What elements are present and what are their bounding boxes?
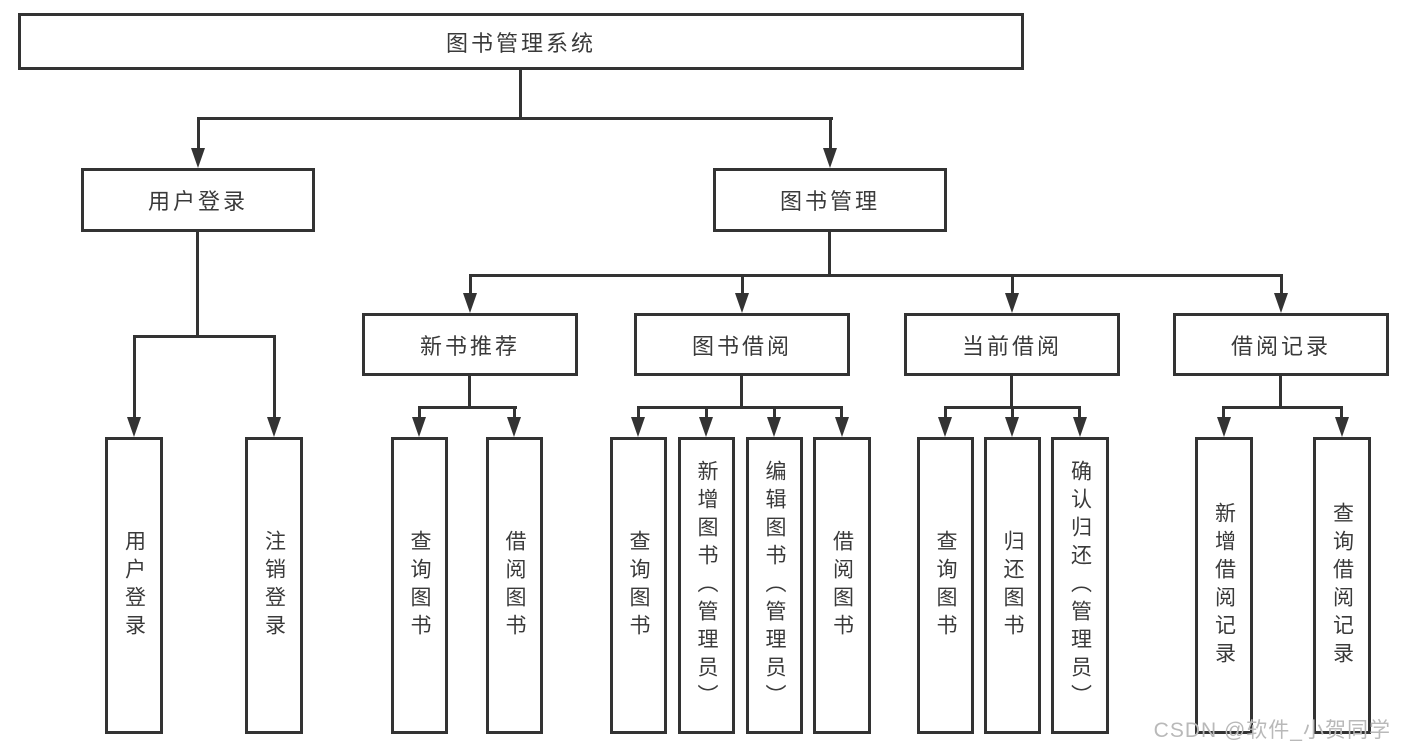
- leaf-user-login: 用户登录: [105, 437, 163, 734]
- connector-line: [773, 406, 776, 419]
- leaf-borrow-books-label: 借阅图书: [830, 529, 854, 642]
- arrow-down-icon: [267, 417, 281, 437]
- node-root: 图书管理系统: [18, 13, 1024, 70]
- connector-line: [469, 274, 1283, 277]
- connector-line: [741, 274, 744, 296]
- connector-line: [705, 406, 708, 419]
- leaf-query-books-borrowing: 查询图书: [610, 437, 667, 734]
- connector-line: [944, 406, 947, 419]
- arrow-down-icon: [767, 417, 781, 437]
- arrow-down-icon: [699, 417, 713, 437]
- connector-line: [197, 117, 200, 150]
- leaf-query-borrow-record: 查询借阅记录: [1313, 437, 1371, 734]
- leaf-return-book-label: 归还图书: [1001, 529, 1024, 642]
- connector-line: [418, 406, 517, 409]
- node-new-book-recommend-label: 新书推荐: [419, 333, 520, 359]
- arrow-down-icon: [938, 417, 952, 437]
- leaf-borrow-books-recommend: 借阅图书: [486, 437, 543, 734]
- leaf-query-books-recommend: 查询图书: [391, 437, 448, 734]
- connector-line: [1010, 376, 1013, 406]
- node-book-borrowing: 图书借阅: [634, 313, 850, 376]
- arrow-down-icon: [412, 417, 426, 437]
- connector-line: [829, 117, 832, 150]
- connector-line: [1078, 406, 1081, 419]
- node-book-management-label: 图书管理: [779, 189, 880, 214]
- connector-line: [133, 335, 136, 419]
- node-borrowing-records: 借阅记录: [1173, 313, 1389, 376]
- connector-line: [468, 376, 471, 406]
- arrow-down-icon: [1005, 417, 1019, 437]
- arrow-down-icon: [735, 293, 749, 313]
- leaf-edit-book-admin-label: 编辑图书（管理员）: [763, 459, 786, 712]
- node-current-borrowing-label: 当前借阅: [961, 333, 1062, 359]
- leaf-query-borrow-record-label: 查询借阅记录: [1330, 501, 1354, 670]
- connector-line: [637, 406, 843, 409]
- arrow-down-icon: [1274, 293, 1288, 313]
- arrow-down-icon: [823, 148, 837, 168]
- connector-line: [1011, 406, 1014, 419]
- leaf-return-book: 归还图书: [984, 437, 1041, 734]
- connector-line: [840, 406, 843, 419]
- connector-line: [1280, 274, 1283, 296]
- arrow-down-icon: [127, 417, 141, 437]
- leaf-confirm-return-admin-label: 确认归还（管理员）: [1068, 459, 1092, 712]
- arrow-down-icon: [1005, 293, 1019, 313]
- arrow-down-icon: [631, 417, 645, 437]
- node-user-login-label: 用户登录: [147, 189, 248, 214]
- node-book-management: 图书管理: [713, 168, 947, 232]
- node-book-borrowing-label: 图书借阅: [691, 333, 792, 359]
- arrow-down-icon: [1217, 417, 1231, 437]
- connector-line: [1340, 406, 1343, 419]
- leaf-query-books-borrowing-label: 查询图书: [627, 529, 650, 642]
- leaf-query-books-current-label: 查询图书: [934, 529, 957, 642]
- node-borrowing-records-label: 借阅记录: [1230, 333, 1331, 359]
- arrow-down-icon: [463, 293, 477, 313]
- connector-line: [1279, 376, 1282, 406]
- node-new-book-recommend: 新书推荐: [362, 313, 578, 376]
- watermark: CSDN @软件_小贺同学: [1153, 719, 1391, 742]
- connector-line: [1222, 406, 1225, 419]
- connector-line: [1011, 274, 1014, 296]
- leaf-borrow-books: 借阅图书: [813, 437, 871, 734]
- leaf-borrow-books-recommend-label: 借阅图书: [503, 529, 526, 642]
- leaf-add-borrow-record: 新增借阅记录: [1195, 437, 1253, 734]
- connector-line: [418, 406, 421, 419]
- arrow-down-icon: [507, 417, 521, 437]
- connector-line: [637, 406, 640, 419]
- connector-line: [196, 232, 199, 335]
- leaf-logout: 注销登录: [245, 437, 303, 734]
- node-user-login: 用户登录: [81, 168, 315, 232]
- arrow-down-icon: [1335, 417, 1349, 437]
- connector-line: [1222, 406, 1343, 409]
- connector-line: [197, 117, 833, 120]
- leaf-add-book-admin-label: 新增图书（管理员）: [695, 459, 718, 712]
- connector-line: [519, 70, 522, 117]
- leaf-logout-label: 注销登录: [262, 529, 286, 642]
- leaf-edit-book-admin: 编辑图书（管理员）: [746, 437, 803, 734]
- arrow-down-icon: [835, 417, 849, 437]
- arrow-down-icon: [191, 148, 205, 168]
- leaf-add-book-admin: 新增图书（管理员）: [678, 437, 735, 734]
- leaf-user-login-label: 用户登录: [122, 529, 146, 642]
- connector-line: [133, 335, 276, 338]
- leaf-query-books-current: 查询图书: [917, 437, 974, 734]
- leaf-confirm-return-admin: 确认归还（管理员）: [1051, 437, 1109, 734]
- leaf-add-borrow-record-label: 新增借阅记录: [1212, 501, 1236, 670]
- connector-line: [469, 274, 472, 296]
- node-current-borrowing: 当前借阅: [904, 313, 1120, 376]
- arrow-down-icon: [1073, 417, 1087, 437]
- connector-line: [828, 232, 831, 274]
- node-root-label: 图书管理系统: [445, 30, 596, 56]
- leaf-query-books-recommend-label: 查询图书: [408, 529, 431, 642]
- connector-line: [513, 406, 516, 419]
- connector-line: [740, 376, 743, 406]
- connector-line: [273, 335, 276, 419]
